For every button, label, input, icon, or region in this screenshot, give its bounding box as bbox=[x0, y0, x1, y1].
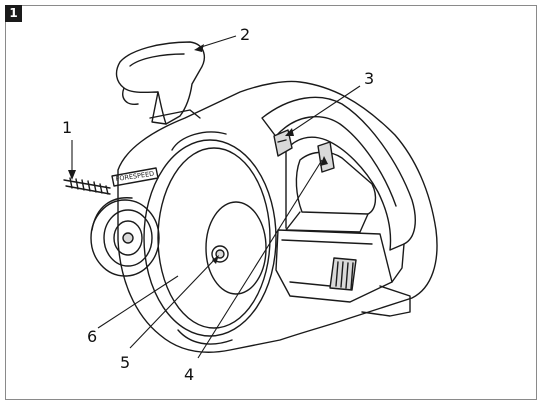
figure-frame bbox=[5, 5, 537, 400]
brand-plate bbox=[111, 167, 159, 187]
callout-4: 4 bbox=[184, 365, 194, 384]
callout-2: 2 bbox=[240, 25, 250, 44]
callout-6: 6 bbox=[87, 327, 97, 346]
leader-3 bbox=[287, 85, 361, 135]
leader-4 bbox=[197, 159, 323, 359]
base-foot bbox=[361, 285, 411, 317]
switch-lever bbox=[273, 129, 293, 157]
vent-slots bbox=[329, 257, 357, 291]
center-screw bbox=[211, 245, 229, 263]
main-housing bbox=[117, 80, 438, 353]
trigger-button bbox=[317, 141, 335, 173]
front-panel bbox=[275, 229, 393, 303]
motor-cap bbox=[90, 199, 160, 277]
drum-ring bbox=[143, 139, 277, 337]
leader-5 bbox=[129, 257, 217, 349]
drum-face bbox=[205, 201, 267, 295]
callout-5: 5 bbox=[120, 353, 130, 372]
leader-6 bbox=[97, 275, 179, 329]
spring-cable bbox=[63, 177, 111, 195]
brand-mark: FORESPEED bbox=[115, 170, 154, 183]
leader-2 bbox=[197, 35, 237, 49]
callout-3: 3 bbox=[364, 69, 374, 88]
callout-1: 1 bbox=[62, 118, 72, 137]
carry-handle bbox=[261, 96, 416, 251]
handle-grip-window bbox=[295, 151, 377, 215]
figure-number-badge: 1 bbox=[5, 5, 22, 22]
